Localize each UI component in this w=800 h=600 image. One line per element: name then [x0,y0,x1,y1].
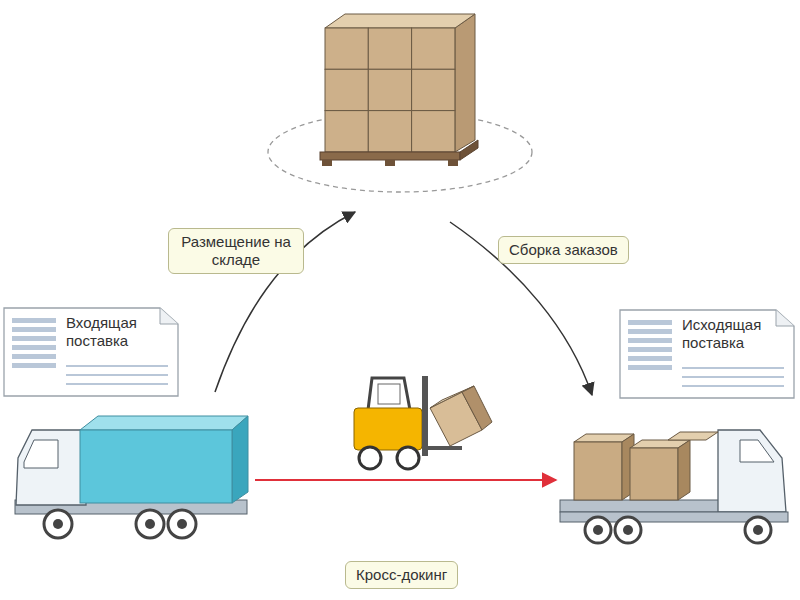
flow-arrow-part [255,479,556,481]
pallet-stack-part [455,14,475,152]
document-stripe [12,336,56,341]
pallet-stack-part-part [412,28,455,69]
document-page [620,310,794,398]
outgoing-truck-part [615,517,641,543]
label-text: Размещение на складе [179,233,293,269]
process-label: Сборка заказов [498,236,629,264]
document-corner [776,310,794,326]
incoming-truck-part [53,519,63,529]
incoming-truck-part [44,510,72,538]
forklift-part [422,376,428,456]
outgoing-truck-part [574,442,622,500]
document-stripe [628,365,672,370]
outgoing-truck-part [593,525,603,535]
document-stripe [628,338,672,343]
outgoing-truck-part [718,430,786,512]
incoming-truck-part [80,430,232,503]
outgoing-truck [560,430,788,543]
outgoing-truck-part [753,525,763,535]
pallet-stack-part-part [325,28,368,69]
document-stripe [12,327,56,332]
document-stripe [628,320,672,325]
pallet-stack-part [385,160,395,166]
document-line [66,365,168,367]
outgoing-truck-part [745,517,771,543]
process-label: Кросс-докинг [345,561,458,589]
document-corner [160,308,178,324]
pallet-stack-part [460,140,478,160]
pallet-stack-part-part [412,69,455,110]
label-text: Сборка заказов [509,241,618,259]
pallet-stack-part-part [325,111,368,152]
forklift-part [430,386,474,408]
document-line [682,385,784,387]
forklift-part [462,386,492,430]
incoming-truck-part [136,510,164,538]
forklift-part [368,378,410,410]
outgoing-truck-part [630,448,678,500]
document-line [66,374,168,376]
process-label: Размещение на складе [168,228,304,274]
pallet-stack [268,14,532,192]
pallet-stack-part [448,160,458,166]
document-line [682,367,784,369]
outgoing-truck-part [668,432,718,440]
document-stripe [628,329,672,334]
incoming-truck-part [168,510,196,538]
incoming-truck-part [80,416,248,430]
incoming-truck-part [16,430,86,505]
pallet-stack-part-part [325,69,368,110]
label-text: Кросс-докинг [356,566,447,584]
pallet-stack-part [325,14,475,28]
forklift-part [354,408,422,450]
document-stripe [12,345,56,350]
document-stripe [12,354,56,359]
document-title: Входящая поставка [66,314,176,350]
shipment-document: Исходящая поставка [618,302,798,402]
pallet-stack-part-part [368,69,411,110]
document-stripe [12,363,56,368]
outgoing-truck-part [623,525,633,535]
document-stripe [12,318,56,323]
pallet-stack-part-part [368,111,411,152]
incoming-truck-part [232,416,248,503]
incoming-truck [15,416,248,538]
shipment-document: Входящая поставка [2,300,182,400]
forklift-part [397,447,419,469]
forklift-part [428,446,462,450]
pallet-stack-part-part [368,28,411,69]
outgoing-truck-part [585,517,611,543]
pallet-stack-part [325,28,455,152]
document-line [682,376,784,378]
document-stripe [628,356,672,361]
document-page [4,308,178,396]
forklift-part [378,384,400,404]
pallet-stack-part [322,160,332,166]
document-line [66,383,168,385]
document-title: Исходящая поставка [682,316,792,352]
forklift-part [359,447,381,469]
incoming-truck-part [24,440,58,468]
incoming-truck-part [145,519,155,529]
pallet-stack-part-part [412,111,455,152]
outgoing-truck-part [678,440,690,500]
outgoing-truck-part [560,500,730,512]
document-stripe [628,347,672,352]
forklift [354,376,492,469]
pallet-stack-part [320,152,460,160]
outgoing-truck-part [740,440,774,462]
incoming-truck-part [177,519,187,529]
